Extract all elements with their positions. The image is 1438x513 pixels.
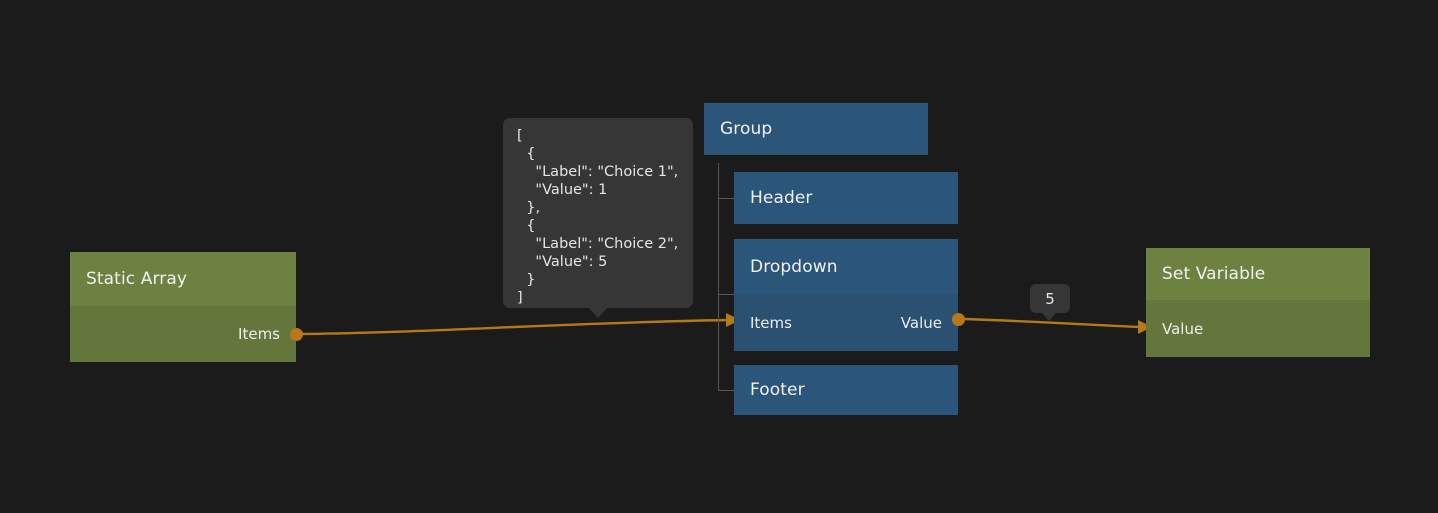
node-static-array-title: Static Array: [70, 252, 296, 306]
group-tree-trunk: [718, 163, 719, 390]
node-footer-title: Footer: [734, 365, 958, 415]
dropdown-value-badge: 5: [1030, 284, 1070, 313]
port-label-value: Value: [900, 313, 942, 332]
node-set-variable-title: Set Variable: [1146, 248, 1370, 300]
node-group[interactable]: Group: [704, 103, 928, 155]
wire-static-array-to-dropdown: [299, 318, 729, 336]
node-group-title: Group: [704, 103, 928, 155]
node-header[interactable]: Header: [734, 172, 958, 224]
node-set-variable[interactable]: Set Variable Value: [1146, 248, 1370, 357]
node-footer[interactable]: Footer: [734, 365, 958, 415]
group-tree-stub-footer: [718, 390, 734, 391]
items-json-text: [ { "Label": "Choice 1", "Value": 1 }, {…: [517, 128, 679, 306]
port-static-array-items[interactable]: [290, 328, 303, 341]
port-label-value: Value: [1162, 319, 1204, 338]
node-dropdown[interactable]: Dropdown Items Value: [734, 239, 958, 351]
node-header-title: Header: [734, 172, 958, 224]
port-dropdown-value[interactable]: [952, 313, 965, 326]
dropdown-value-badge-pointer: [1041, 312, 1057, 321]
node-dropdown-title: Dropdown: [734, 239, 958, 294]
node-static-array[interactable]: Static Array Items: [70, 252, 296, 362]
port-label-items: Items: [238, 325, 280, 343]
items-json-tooltip-pointer: [588, 307, 608, 318]
node-set-variable-input-row[interactable]: Value: [1146, 300, 1370, 357]
group-tree-stub-dropdown: [718, 294, 734, 295]
node-static-array-output-row[interactable]: Items: [70, 306, 296, 362]
dropdown-value-badge-text: 5: [1045, 289, 1055, 308]
group-tree-stub-header: [718, 198, 734, 199]
port-label-items: Items: [750, 313, 792, 332]
node-dropdown-port-row[interactable]: Items Value: [734, 294, 958, 351]
items-json-tooltip: [ { "Label": "Choice 1", "Value": 1 }, {…: [503, 118, 693, 308]
